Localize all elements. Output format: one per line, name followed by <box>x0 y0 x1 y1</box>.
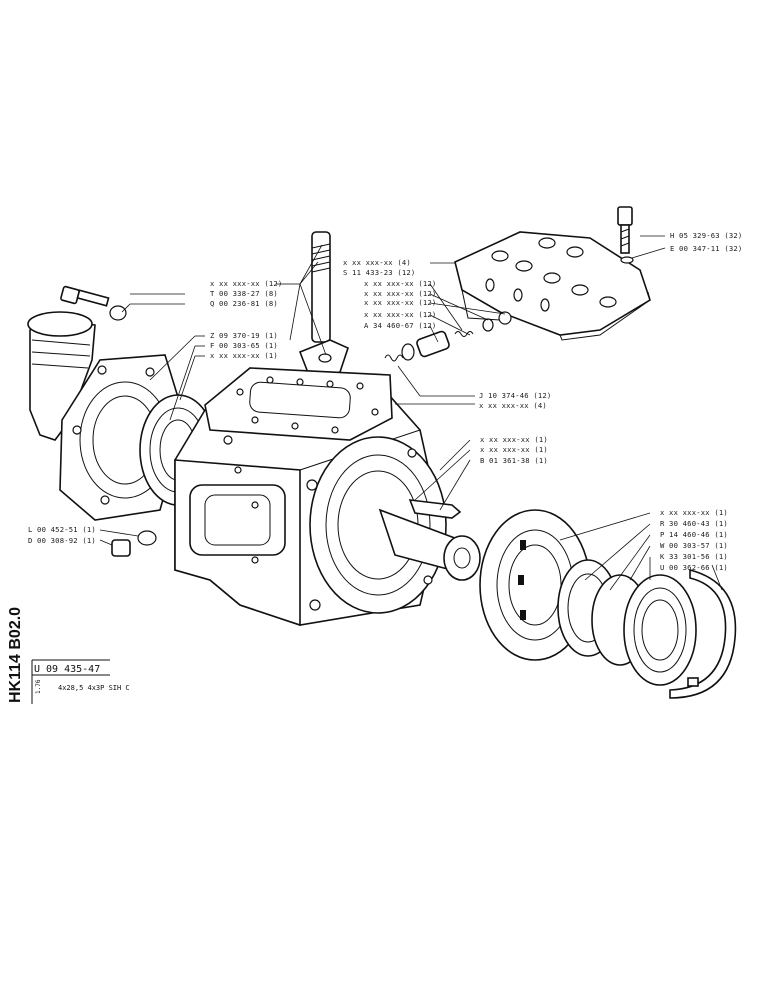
label-w00303: W 00 303-57 (1) <box>660 541 728 550</box>
side-bolt <box>60 285 127 321</box>
label-xx1-left: x xx xxx-xx (1) <box>210 351 278 360</box>
label-b01361: B 01 361-38 (1) <box>480 456 548 465</box>
drain-plug <box>111 530 157 557</box>
elbow-fitting <box>27 311 96 441</box>
label-xx1-br: x xx xxx-xx (1) <box>660 508 728 517</box>
label-t00338: T 00 338-27 (8) <box>210 289 278 298</box>
part-labels: H 05 329-63 (32) E 00 347-11 (32) x xx x… <box>28 231 742 572</box>
housing-top-plate <box>204 367 393 441</box>
valve-spring-set <box>384 311 512 362</box>
label-r30460: R 30 460-43 (1) <box>660 519 728 528</box>
label-xx12-b: x xx xxx-xx (12) <box>364 289 436 298</box>
side-code: HK114 B02.0 <box>7 607 24 703</box>
assembly-number: U 09 435-47 <box>34 664 100 675</box>
label-f00303: F 00 303-65 (1) <box>210 341 278 350</box>
label-z09370: Z 09 370-19 (1) <box>210 331 278 340</box>
label-a34460: A 34 460-67 (12) <box>364 321 436 330</box>
pump-housing <box>174 379 447 627</box>
label-u00362: U 00 362-66 (1) <box>660 563 728 572</box>
date-code: 1.76 <box>35 679 42 694</box>
piston-rod <box>298 231 349 379</box>
label-xx4-mid: x xx xxx-xx (4) <box>479 401 547 410</box>
label-h05329: H 05 329-63 (32) <box>670 231 742 240</box>
title-block: HK114 B02.0 U 09 435-47 1.76 4x28,5 4x3P… <box>7 607 130 704</box>
drive-shaft <box>378 499 481 581</box>
label-xx12-a: x xx xxx-xx (12) <box>364 279 436 288</box>
leader-lines <box>99 235 723 591</box>
sheet-description: 4x28,5 4x3P SIH C <box>58 684 130 692</box>
label-q00236: Q 00 236-81 (8) <box>210 299 278 308</box>
valve-cover <box>454 231 651 341</box>
label-xx1-r2: x xx xxx-xx (1) <box>480 445 548 454</box>
label-d00308: D 00 308-92 (1) <box>28 536 96 545</box>
label-p14460: P 14 460-46 (1) <box>660 530 728 539</box>
label-xx1-r1: x xx xxx-xx (1) <box>480 435 548 444</box>
cap-screw <box>617 206 634 264</box>
seal-ring-stack <box>557 559 737 699</box>
label-e00347: E 00 347-11 (32) <box>670 244 742 253</box>
label-k33301: K 33 301-56 (1) <box>660 552 728 561</box>
label-xx12-d: x xx xxx-xx (12) <box>364 310 436 319</box>
label-xx4-top: x xx xxx-xx (4) <box>343 258 411 267</box>
label-j10374: J 10 374-46 (12) <box>479 391 551 400</box>
label-xx12-left: x xx xxx-xx (12) <box>210 279 282 288</box>
label-s11433: S 11 433-23 (12) <box>343 268 415 277</box>
label-l00452: L 00 452-51 (1) <box>28 525 96 534</box>
label-xx12-c: x xx xxx-xx (12) <box>364 298 436 307</box>
